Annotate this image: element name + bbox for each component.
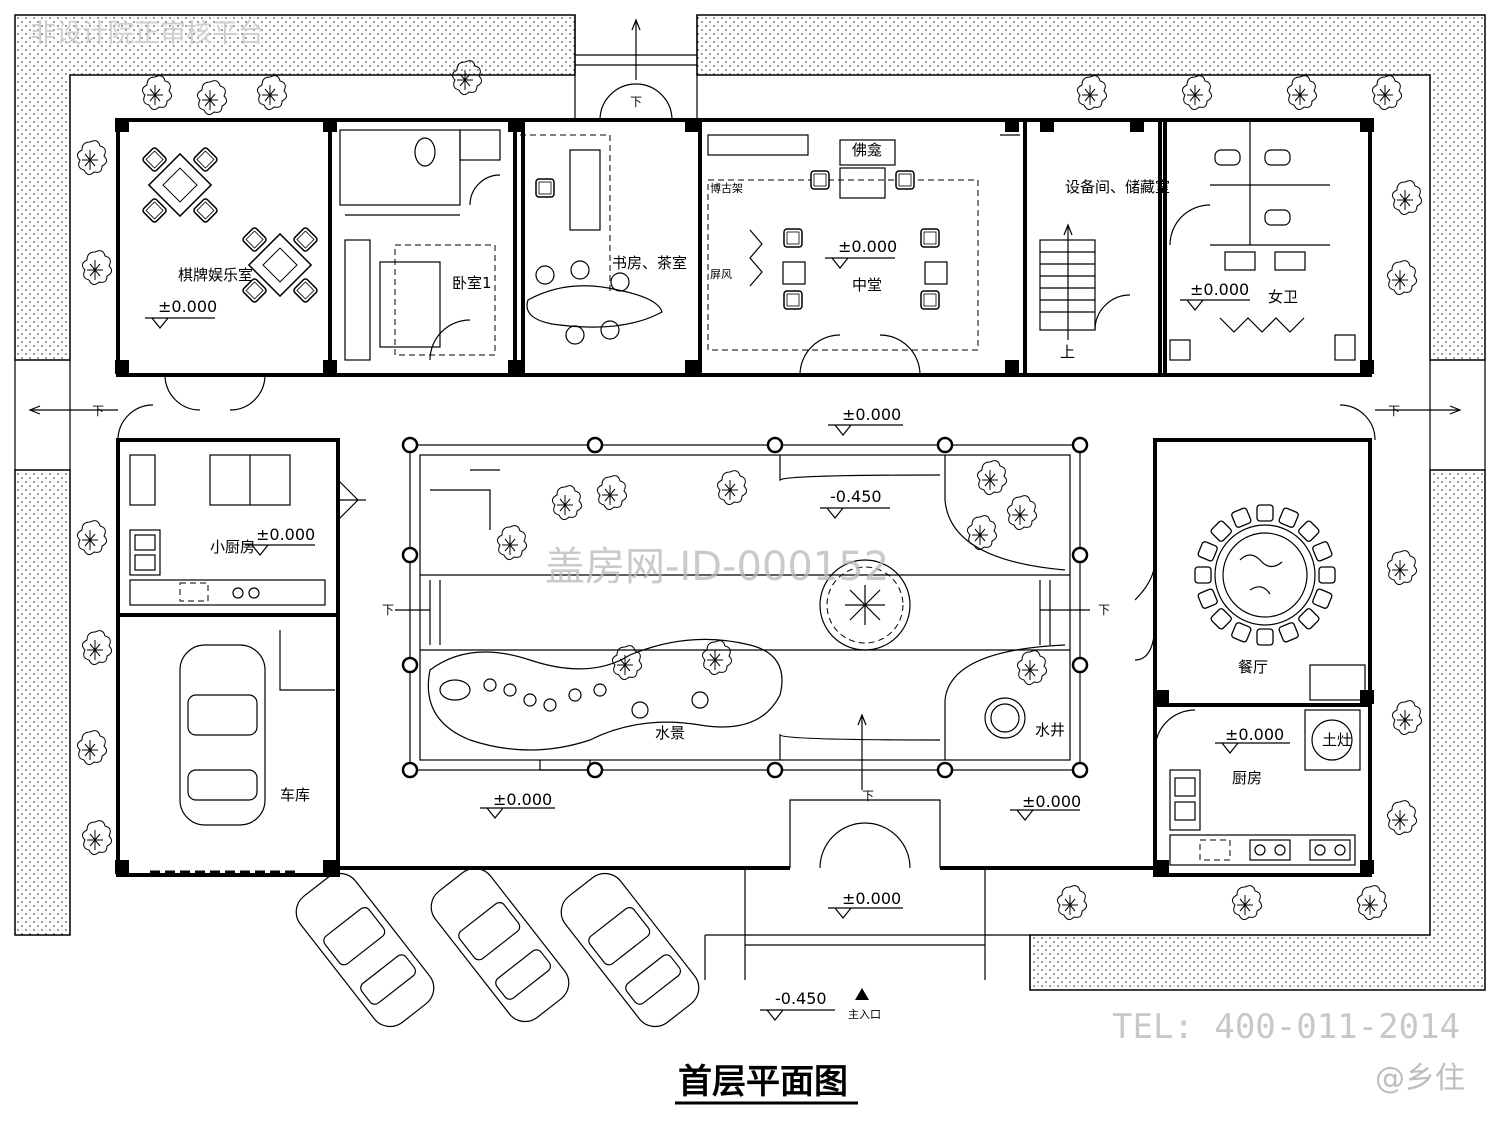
drawing-title: 首层平面图: [678, 1062, 848, 1102]
telephone: TEL: 400-011-2014: [1112, 1007, 1460, 1047]
building-walls: [115, 118, 1374, 877]
study-furniture: [520, 134, 663, 345]
north-passage: [574, 15, 698, 121]
level-kitchen: ±0.000: [1225, 725, 1284, 744]
dining-chair: [1278, 507, 1299, 528]
parked-cars: [295, 867, 700, 1028]
chess-tables: [141, 146, 319, 304]
level-small-kitchen: ±0.000: [256, 525, 315, 544]
dining-chair: [1210, 608, 1232, 630]
level-courtyard: -0.450: [830, 487, 882, 506]
dining-chair: [1231, 622, 1252, 643]
kitchen-fixtures: [1134, 559, 1366, 866]
level-markers: ±0.000 ±0.000 ±0.000 ±0.000 -0.450 ±0.00…: [145, 237, 1290, 1021]
label-stove: 土灶: [1322, 731, 1352, 749]
watermark-top: 非设计院正审核平台: [30, 19, 264, 49]
dining-chair: [1194, 566, 1212, 584]
dining-table: [1214, 524, 1316, 626]
dining-chair: [1318, 566, 1336, 584]
label-screen: 屏风: [710, 268, 732, 281]
landscape-border: [14, 14, 1486, 991]
down-marker-courtyard-west: 下: [382, 603, 394, 617]
label-water-feature: 水景: [655, 724, 685, 742]
label-well: 水井: [1035, 721, 1065, 739]
level-front-right: ±0.000: [1022, 792, 1081, 811]
label-antique-rack: 博古架: [710, 182, 743, 195]
down-marker-north: 下: [630, 95, 642, 109]
dining-chair: [1278, 622, 1299, 643]
label-shrine: 佛龛: [852, 141, 882, 159]
room-garage: 车库: [280, 786, 310, 804]
side-passages: [28, 374, 1462, 441]
brand-mark: @乡住: [1375, 1061, 1465, 1096]
room-bedroom: 卧室1: [452, 274, 492, 292]
room-chess: 棋牌娱乐室: [178, 266, 253, 284]
dining-chair: [1231, 507, 1252, 528]
dining-chair: [1210, 520, 1232, 542]
level-front-left: ±0.000: [493, 790, 552, 809]
bedroom-furniture: [339, 129, 501, 361]
room-ladies-wc: 女卫: [1268, 288, 1298, 306]
down-marker-courtyard-east: 下: [1098, 603, 1110, 617]
wc-fixtures: [1169, 120, 1356, 361]
room-central-hall: 中堂: [852, 276, 882, 294]
label-main-entrance: 主入口: [848, 1008, 881, 1021]
garage-car: [179, 630, 335, 826]
room-kitchen: 厨房: [1232, 769, 1262, 787]
dining-chair: [1312, 541, 1333, 562]
level-ladies-wc: ±0.000: [1190, 280, 1249, 299]
dining-chair: [1312, 588, 1333, 609]
main-entrance: [704, 799, 1031, 1000]
stair: [1039, 223, 1131, 340]
level-entrance: ±0.000: [842, 889, 901, 908]
down-marker-east: 下: [1388, 404, 1400, 418]
room-dining: 餐厅: [1238, 658, 1268, 676]
dining-chair: [1256, 504, 1274, 522]
level-outside: -0.450: [775, 989, 827, 1008]
label-stair-up: 上: [1060, 343, 1075, 361]
level-chess-room: ±0.000: [158, 297, 217, 316]
level-central-hall: ±0.000: [838, 237, 897, 256]
down-marker-south: 下: [862, 789, 874, 803]
room-small-kitchen: 小厨房: [210, 538, 255, 556]
dining-chair: [1298, 520, 1320, 542]
level-hall-front: ±0.000: [842, 405, 901, 424]
dining-chair: [1197, 541, 1218, 562]
room-study: 书房、茶室: [612, 254, 687, 272]
small-kitchen-fixtures: [129, 454, 366, 606]
central-hall-furniture: [707, 134, 1020, 376]
down-marker-west: 下: [92, 404, 104, 418]
dining-chair: [1197, 588, 1218, 609]
dining-chairs: [1194, 504, 1336, 646]
dining-chair: [1256, 628, 1274, 646]
watermark-center: 盖房网-ID-000152: [545, 544, 889, 590]
courtyard: [395, 436, 1090, 790]
room-storage: 设备间、储藏室: [1065, 178, 1170, 196]
dining-chair: [1298, 608, 1320, 630]
